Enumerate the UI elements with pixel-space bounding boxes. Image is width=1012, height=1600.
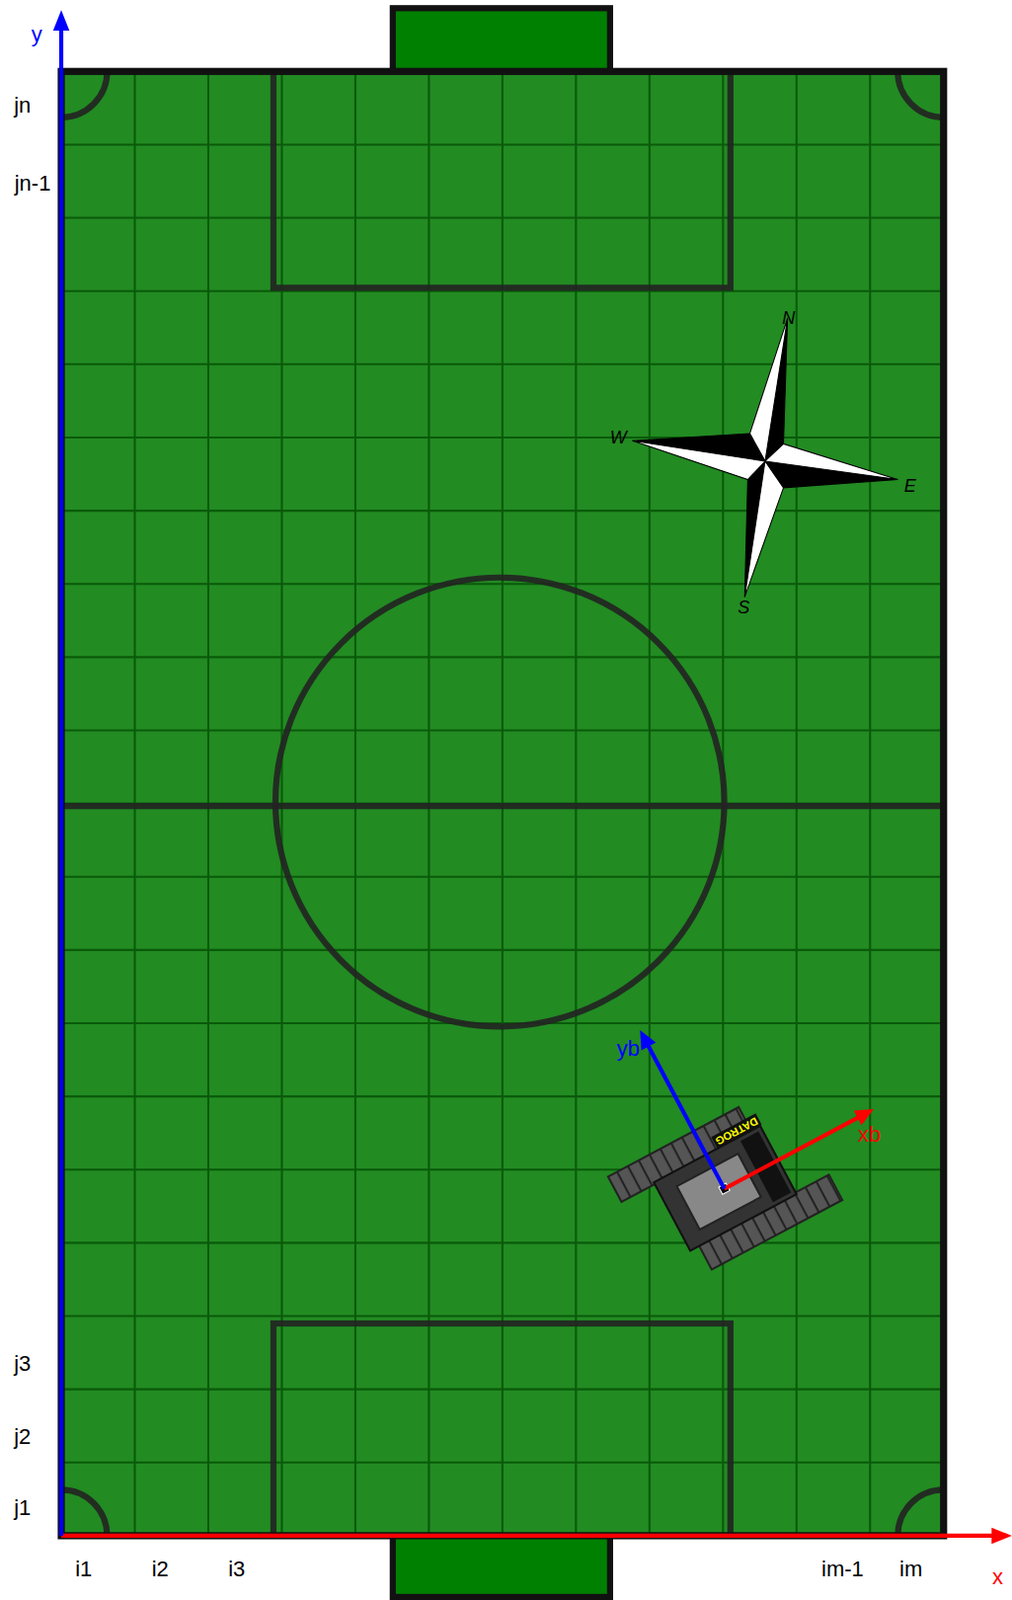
row-index: j2 [13, 1425, 31, 1448]
grid-line [61, 1461, 944, 1464]
pitch [61, 71, 944, 1536]
axis-label: y [31, 23, 43, 46]
top-goal [392, 7, 611, 72]
axis-label: x [992, 1565, 1004, 1588]
corner-arc [61, 1488, 107, 1535]
y-axis-arrow [53, 9, 71, 31]
grid-line [61, 143, 944, 146]
row-index: jn-1 [14, 172, 52, 195]
grid-line [61, 948, 944, 951]
compass-point: N [781, 309, 795, 327]
compass-rose [632, 317, 899, 597]
compass-point: W [610, 428, 627, 447]
grid-line [61, 509, 944, 512]
halfway-line [61, 802, 944, 809]
grid-line [61, 1314, 944, 1317]
penalty-area [273, 1323, 731, 1536]
centre-circle [275, 577, 725, 1027]
x-axis-arrow [991, 1527, 1012, 1545]
grid-line [61, 728, 944, 731]
column-index: i2 [152, 1557, 169, 1580]
x-axis [61, 1533, 995, 1538]
robot-name: DATROG [711, 1112, 763, 1148]
column-index: im-1 [821, 1557, 864, 1580]
pitch-border [61, 71, 944, 1536]
corner-arc [61, 71, 107, 117]
compass-point: S [737, 598, 750, 617]
grid-line [61, 217, 944, 220]
row-index: j1 [13, 1496, 31, 1519]
grid-line [61, 582, 944, 585]
grid-line [61, 1167, 944, 1170]
corner-arc [897, 1488, 943, 1535]
column-index: im [899, 1557, 923, 1580]
grid-line [61, 655, 944, 658]
penalty-area [273, 71, 731, 288]
grid-line [61, 1388, 944, 1391]
grid-line [61, 1094, 944, 1097]
y-axis [59, 28, 64, 1536]
grid-line [61, 436, 944, 439]
row-index: jn [13, 94, 31, 117]
column-index: i3 [228, 1557, 245, 1580]
column-index: i1 [75, 1557, 92, 1580]
compass-point: E [904, 476, 917, 495]
row-index: j3 [13, 1352, 31, 1375]
grid-line [61, 363, 944, 366]
robot [554, 950, 906, 1293]
grid-line [61, 1241, 944, 1244]
corner-arc [897, 71, 943, 117]
grid-lines [61, 71, 944, 1536]
bottom-goal [392, 1535, 611, 1597]
body-axis-label: yb [617, 1037, 640, 1060]
body-axis-label: xb [857, 1123, 881, 1146]
grid-line [61, 875, 944, 878]
